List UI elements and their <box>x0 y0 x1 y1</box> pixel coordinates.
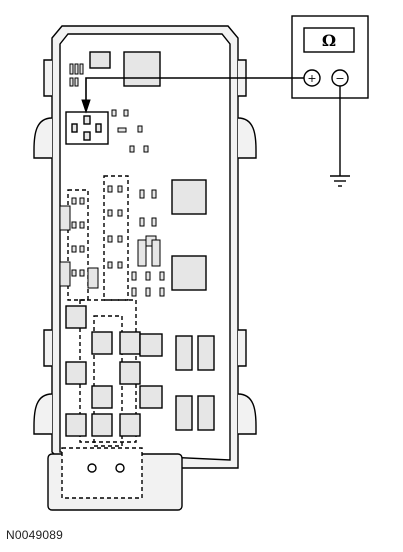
ohmmeter-symbol: Ω <box>322 31 336 50</box>
bottom-connector <box>47 447 183 511</box>
maxi-fuses-right <box>175 335 215 431</box>
right-mounting-clips <box>237 59 257 435</box>
left-mounting-clips <box>33 59 53 435</box>
negative-terminal-label: − <box>335 72 344 85</box>
lower-relays <box>65 305 163 437</box>
relay-top-center <box>123 51 161 87</box>
ohmmeter: Ω + − <box>291 15 369 99</box>
dashed-fuse-ladder-left <box>67 175 129 301</box>
probe-tip <box>81 99 91 114</box>
connector-bolt-left <box>87 463 97 473</box>
mid-small-fuses <box>131 189 165 297</box>
positive-test-lead <box>85 77 304 102</box>
relay-right-upper <box>171 179 207 215</box>
ground-icon <box>330 175 350 187</box>
figure-id-label: N0049089 <box>6 528 63 542</box>
relay-top-left <box>89 51 111 69</box>
small-fuse-cluster-top <box>69 63 84 87</box>
test-relay-socket <box>65 111 109 145</box>
connector-bolt-right <box>115 463 125 473</box>
ohmmeter-display <box>303 27 355 53</box>
positive-terminal-label: + <box>307 72 316 85</box>
relay-right-lower <box>171 255 207 291</box>
fuse-ladder-fuses <box>59 185 123 289</box>
fuse-box <box>33 25 257 511</box>
small-terminal-marks <box>111 109 149 153</box>
